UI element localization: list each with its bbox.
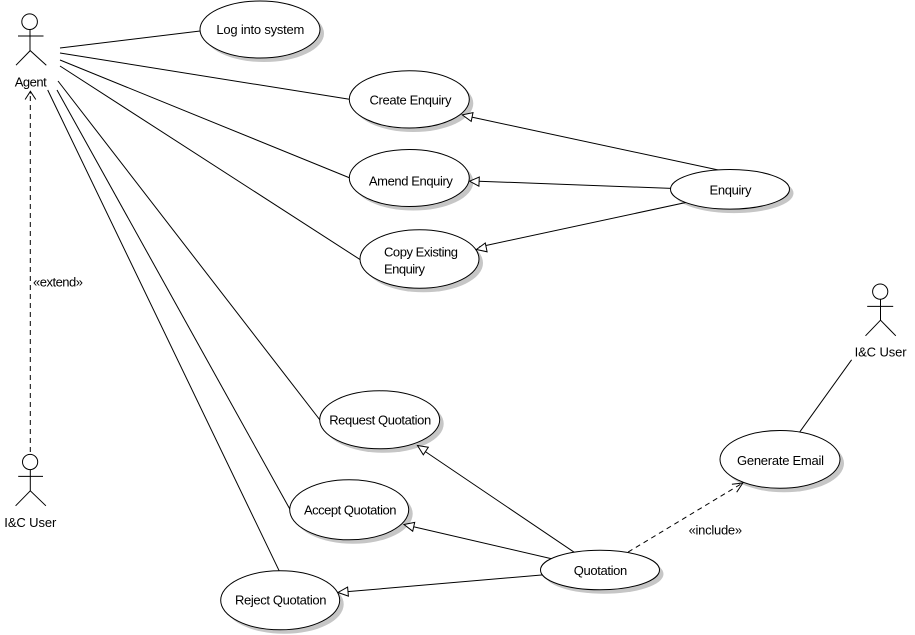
svg-text:I&C User: I&C User <box>4 515 57 530</box>
svg-text:Request Quotation: Request Quotation <box>329 413 431 428</box>
svg-text:Copy Existing: Copy Existing <box>384 245 458 260</box>
svg-text:Agent: Agent <box>15 75 47 90</box>
svg-text:Accept Quotation: Accept Quotation <box>304 502 397 517</box>
svg-text:I&C User: I&C User <box>855 344 908 359</box>
svg-text:Quotation: Quotation <box>574 563 627 578</box>
svg-text:Generate Email: Generate Email <box>737 453 824 468</box>
svg-text:Create Enquiry: Create Enquiry <box>370 92 453 107</box>
svg-text:Enquiry: Enquiry <box>384 261 426 276</box>
svg-text:«extend»: «extend» <box>33 275 83 290</box>
svg-text:Log into system: Log into system <box>216 22 304 37</box>
svg-text:Enquiry: Enquiry <box>710 183 753 198</box>
svg-text:Amend Enquiry: Amend Enquiry <box>369 174 454 189</box>
svg-text:«include»: «include» <box>689 523 743 538</box>
svg-text:Reject Quotation: Reject Quotation <box>235 593 327 608</box>
